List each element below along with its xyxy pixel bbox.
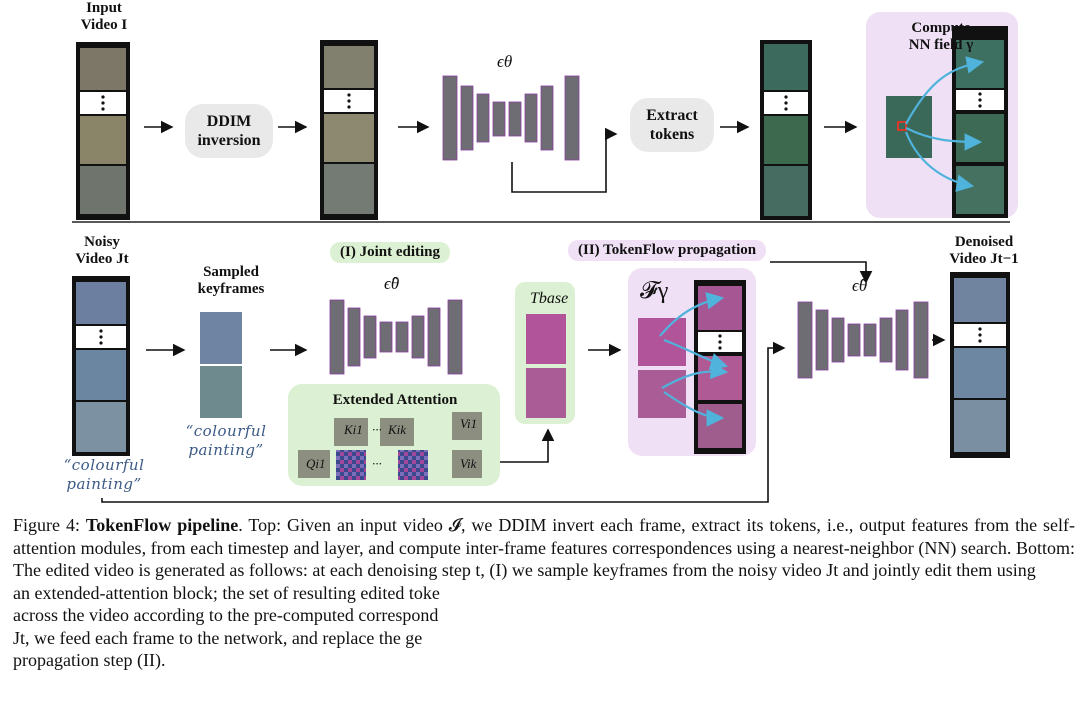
f-gamma-source-1 (638, 318, 686, 366)
attention-dots-label: ··· (372, 456, 382, 471)
t-base-frame-2 (526, 368, 566, 418)
figure-caption: Figure 4: TokenFlow pipeline. Top: Given… (13, 514, 1075, 672)
tokenflow-propagation-label: (II) TokenFlow propagation (568, 240, 767, 261)
attention-tiles (298, 412, 482, 480)
t-base-frame-1 (526, 314, 566, 364)
film-strip-inverted (320, 40, 378, 220)
epsilon-hat-label-1: ϵ̂θ (384, 274, 400, 293)
extended-attention-label: Extended Attention (332, 392, 458, 408)
caption-line-3: across the video according to the pre-co… (13, 605, 439, 625)
film-strip-denoised (950, 272, 1010, 458)
caption-body: . Top: Given an input video 𝓘, we DDIM i… (13, 515, 1076, 580)
tokenflow-diagram: Input Video I DDIM inversion ϵθ Extract … (63, 0, 1019, 503)
film-strip-tokens (760, 40, 812, 220)
nn-correspondence-arrows (659, 56, 985, 427)
unet-denoise (797, 301, 929, 379)
epsilon-hat-label-2: ϵ̂θ (852, 276, 868, 295)
v-first-label: Vi1 (460, 416, 478, 431)
unet-joint (329, 299, 463, 375)
noisy-video-label: Noisy Video Jt (75, 234, 129, 267)
t-base-label: Tbase (530, 290, 569, 307)
keyframe-2 (200, 366, 242, 418)
keyframe-1 (200, 312, 242, 364)
caption-paragraph: Figure 4: TokenFlow pipeline. Top: Given… (13, 514, 1075, 582)
ddim-inversion-box: DDIM inversion (185, 104, 273, 158)
flow-arrows (101, 120, 946, 503)
nn-field-label: Compute NN field γ (908, 20, 974, 53)
caption-title: TokenFlow pipeline (85, 515, 239, 535)
film-strip-noisy (72, 276, 130, 456)
photo-glare-overlay (585, 590, 1080, 726)
query-token-marker (897, 121, 907, 131)
denoised-video-label: Denoised Video Jt−1 (949, 234, 1019, 267)
unet-top (442, 75, 580, 161)
prompt-text-left: “colourful painting” (63, 456, 145, 493)
v-last-label: Vik (460, 456, 477, 471)
caption-line-2: an extended-attention block; the set of … (13, 582, 440, 603)
diagram-svg (72, 12, 1018, 503)
k-dots-label: ··· (372, 422, 382, 437)
extract-tokens-box: Extract tokens (630, 98, 714, 152)
q-first-label: Qi1 (306, 456, 326, 471)
input-video-label: Input Video I (80, 0, 128, 33)
joint-editing-label: (I) Joint editing (330, 242, 451, 263)
epsilon-theta-label: ϵθ (497, 52, 513, 71)
k-last-label: Kik (388, 422, 407, 437)
caption-line-5: propagation step (II). (13, 650, 166, 670)
film-strip-nn (952, 26, 1008, 218)
k-first-label: Ki1 (344, 422, 363, 437)
ellipsis-dots (99, 92, 982, 350)
sampled-keyframes-label: Sampled keyframes (197, 264, 265, 297)
film-strip-input (76, 42, 130, 220)
film-strip-propagated (694, 280, 746, 454)
f-gamma-source-2 (638, 370, 686, 418)
nn-query-patch (886, 96, 932, 158)
caption-line-4: Jt, we feed each frame to the network, a… (13, 627, 423, 648)
f-gamma-label: 𝓕γ (640, 278, 669, 304)
prompt-text-keyframes: “colourful painting” (185, 422, 267, 459)
caption-prefix: Figure 4: (13, 515, 86, 535)
